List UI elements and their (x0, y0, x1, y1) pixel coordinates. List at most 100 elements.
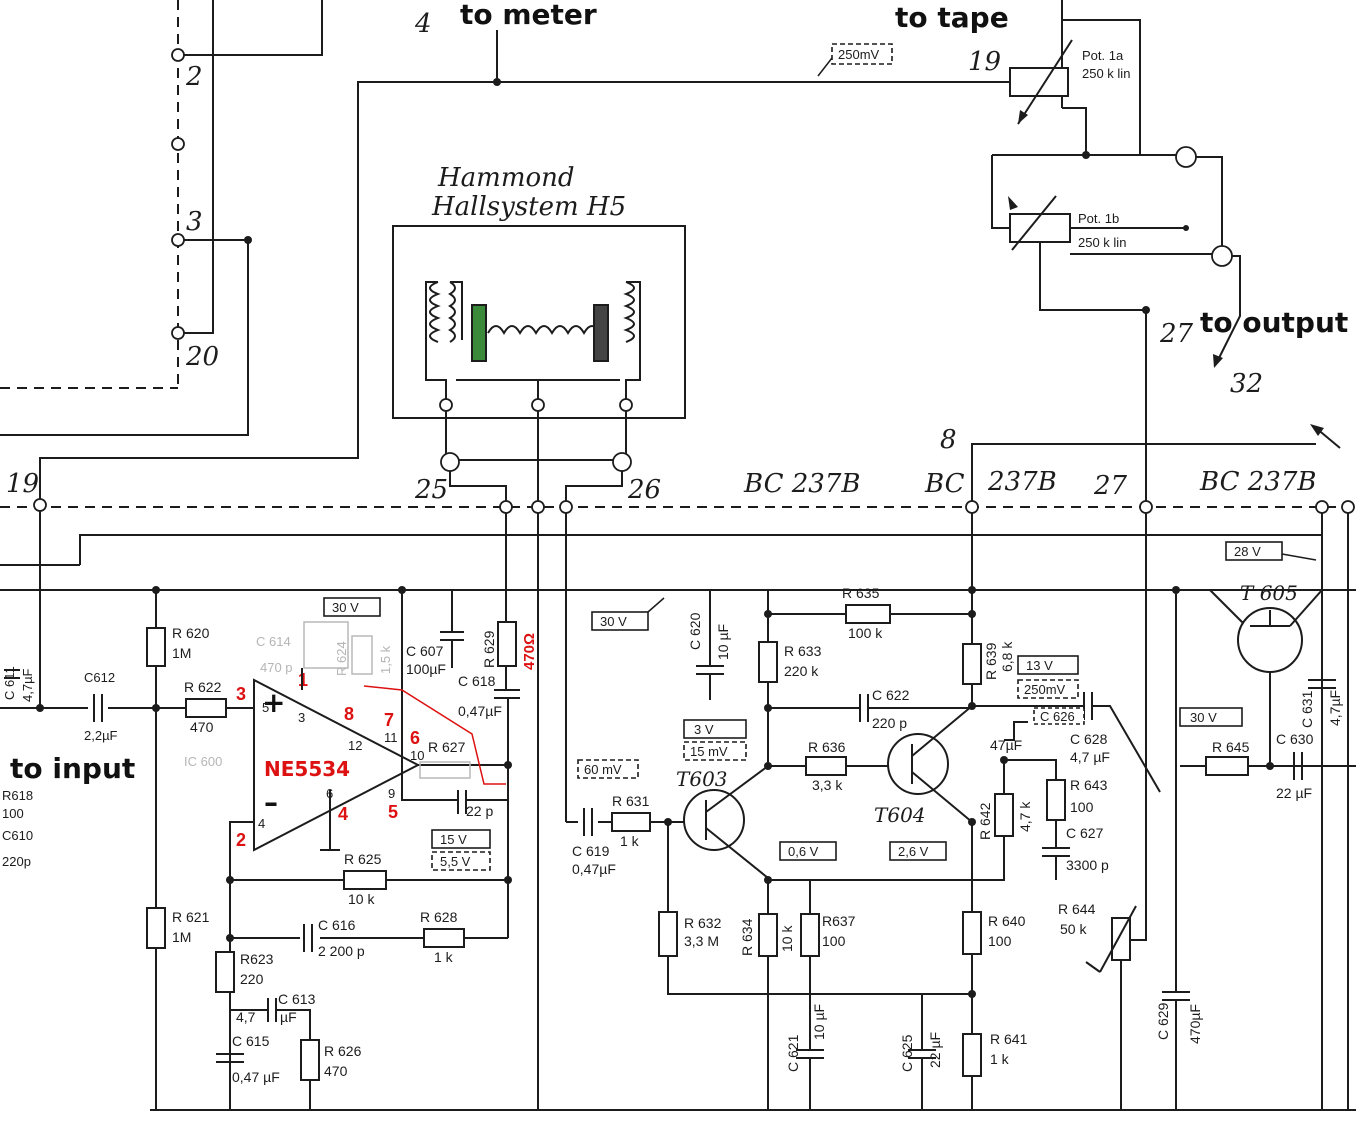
terminal-3-node (171, 233, 185, 247)
voltage-5-5v-label: 5,5 V (440, 854, 471, 869)
c616-value: 2 200 p (318, 943, 365, 959)
ring-terminal-25 (440, 452, 460, 472)
wire-terminal-2 (178, 0, 323, 56)
c625-value: 22 µF (927, 1032, 943, 1068)
r639-value: 6,8 k (999, 641, 1015, 672)
voltage-badge-250mv (831, 43, 893, 65)
r623-label: R623 (240, 951, 274, 967)
bus-node-25 (499, 500, 513, 514)
ring-terminal (1175, 146, 1197, 168)
c619-value: 0,47µF (572, 861, 616, 877)
r627-faint (419, 761, 471, 779)
wire-ring-down (1196, 156, 1223, 248)
to-output-annotation: to output (1200, 306, 1348, 339)
bus-node-26 (559, 500, 573, 514)
reverb-title-line2: Hallsystem H5 (431, 192, 626, 222)
junction-dot (152, 586, 160, 594)
wire-26 (565, 471, 623, 505)
voltage-30v-c-label: 30 V (1190, 710, 1217, 725)
c612-label: C612 (84, 670, 115, 685)
faint-comp-box (303, 621, 349, 669)
voltage-badge-13v (1017, 655, 1079, 675)
to-tape-annotation: to tape (895, 1, 1009, 34)
voltage-30v-label: 30 V (332, 600, 359, 615)
supply-wire-opamp (401, 590, 440, 801)
voltage-250mv-b-label: 250mV (1024, 682, 1066, 697)
terminal-20-label: 20 (185, 342, 219, 372)
r629 (497, 621, 517, 667)
c627-value: 3300 p (1066, 857, 1109, 873)
c626-box (1033, 707, 1085, 725)
c627-label: C 627 (1066, 825, 1104, 841)
r642-r643-link (1004, 759, 1057, 780)
r644-adjust (1099, 905, 1137, 973)
voltage-pointer (647, 597, 665, 613)
c630-label: C 630 (1276, 731, 1314, 747)
r623 (215, 951, 235, 993)
c622-value: 220 p (872, 715, 907, 731)
ic-label: IC 600 (184, 754, 222, 769)
r644-value: 50 k (1060, 921, 1087, 937)
r633 (758, 641, 778, 683)
voltage-badge-15v (431, 829, 491, 849)
voltage-badge-2-6v (889, 841, 947, 861)
c628-wire-right (1092, 705, 1161, 793)
c620-value: 10 µF (715, 624, 731, 660)
transistor-type-d: BC 237B (1199, 467, 1316, 497)
c619-gap (578, 808, 598, 836)
terminal-32-label: 32 (1230, 369, 1263, 399)
r635-label: R 635 (842, 585, 880, 601)
r644-wiper (1130, 918, 1147, 941)
left-core-wire (450, 281, 463, 340)
r641 (962, 1033, 982, 1077)
voltage-pointer (817, 57, 833, 77)
opamp-plus-sign: + (262, 686, 285, 719)
pin-6-label: 6 (410, 728, 420, 748)
c612-gap (88, 696, 108, 720)
c613-value2: µF (280, 1009, 297, 1025)
wire-signal-bus-19 (39, 81, 1010, 505)
r640-value: 100 (988, 933, 1012, 949)
voltage-badge-0-6v (779, 841, 837, 861)
left-module: 2 3 20 (0, 0, 323, 436)
reverb-tank: Hammond Hallsystem H5 (392, 163, 686, 419)
voltage-badge-3v (683, 719, 747, 739)
r623-value: 220 (240, 971, 264, 987)
terminal-26-label: 26 (627, 475, 661, 505)
c631-label: C 631 (1299, 690, 1315, 728)
c628-label: C 628 (1070, 731, 1108, 747)
c612-value: 2,2µF (84, 728, 118, 743)
r636-value: 3,3 k (812, 777, 843, 793)
c628-value: 4,7 µF (1070, 749, 1110, 765)
r624-label: R 624 (334, 641, 349, 676)
pin-8-label: 8 (344, 704, 354, 724)
opamp-in-minus (229, 821, 254, 1110)
terminal-27a-label: 27 (1159, 319, 1194, 349)
r634-label: R 634 (739, 918, 755, 956)
r640-label: R 640 (988, 913, 1026, 929)
r633-label: R 633 (784, 643, 822, 659)
r642-wire-down (972, 836, 1005, 881)
reverb-spring (487, 325, 601, 336)
junction-dot (968, 586, 976, 594)
pot-1b-value: 250 k lin (1078, 235, 1126, 250)
r637-value: 100 (822, 933, 846, 949)
r634 (758, 913, 778, 957)
left-magnet (471, 304, 487, 362)
pot-1a-arrowhead (1018, 110, 1028, 124)
pin-7-label: 7 (384, 710, 394, 730)
bus-node-19 (33, 498, 47, 512)
t604-collector (911, 705, 973, 757)
r637-label: R637 (822, 913, 856, 929)
voltage-60mv-label: 60 mV (584, 762, 622, 777)
r626 (300, 1039, 320, 1081)
r639 (962, 643, 982, 685)
left-core (448, 281, 456, 343)
r625-value: 10 k (348, 891, 375, 907)
transistor-t603 (683, 789, 745, 851)
r631-value: 1 k (620, 833, 640, 849)
voltage-badge-15mv (683, 741, 747, 761)
pin-2-label: 2 (236, 830, 246, 850)
opamp-ne5534: + – NE5534 5 3 12 11 10 9 6 4 1 3 8 7 6 … (236, 670, 424, 852)
junction-dot (1266, 762, 1274, 770)
